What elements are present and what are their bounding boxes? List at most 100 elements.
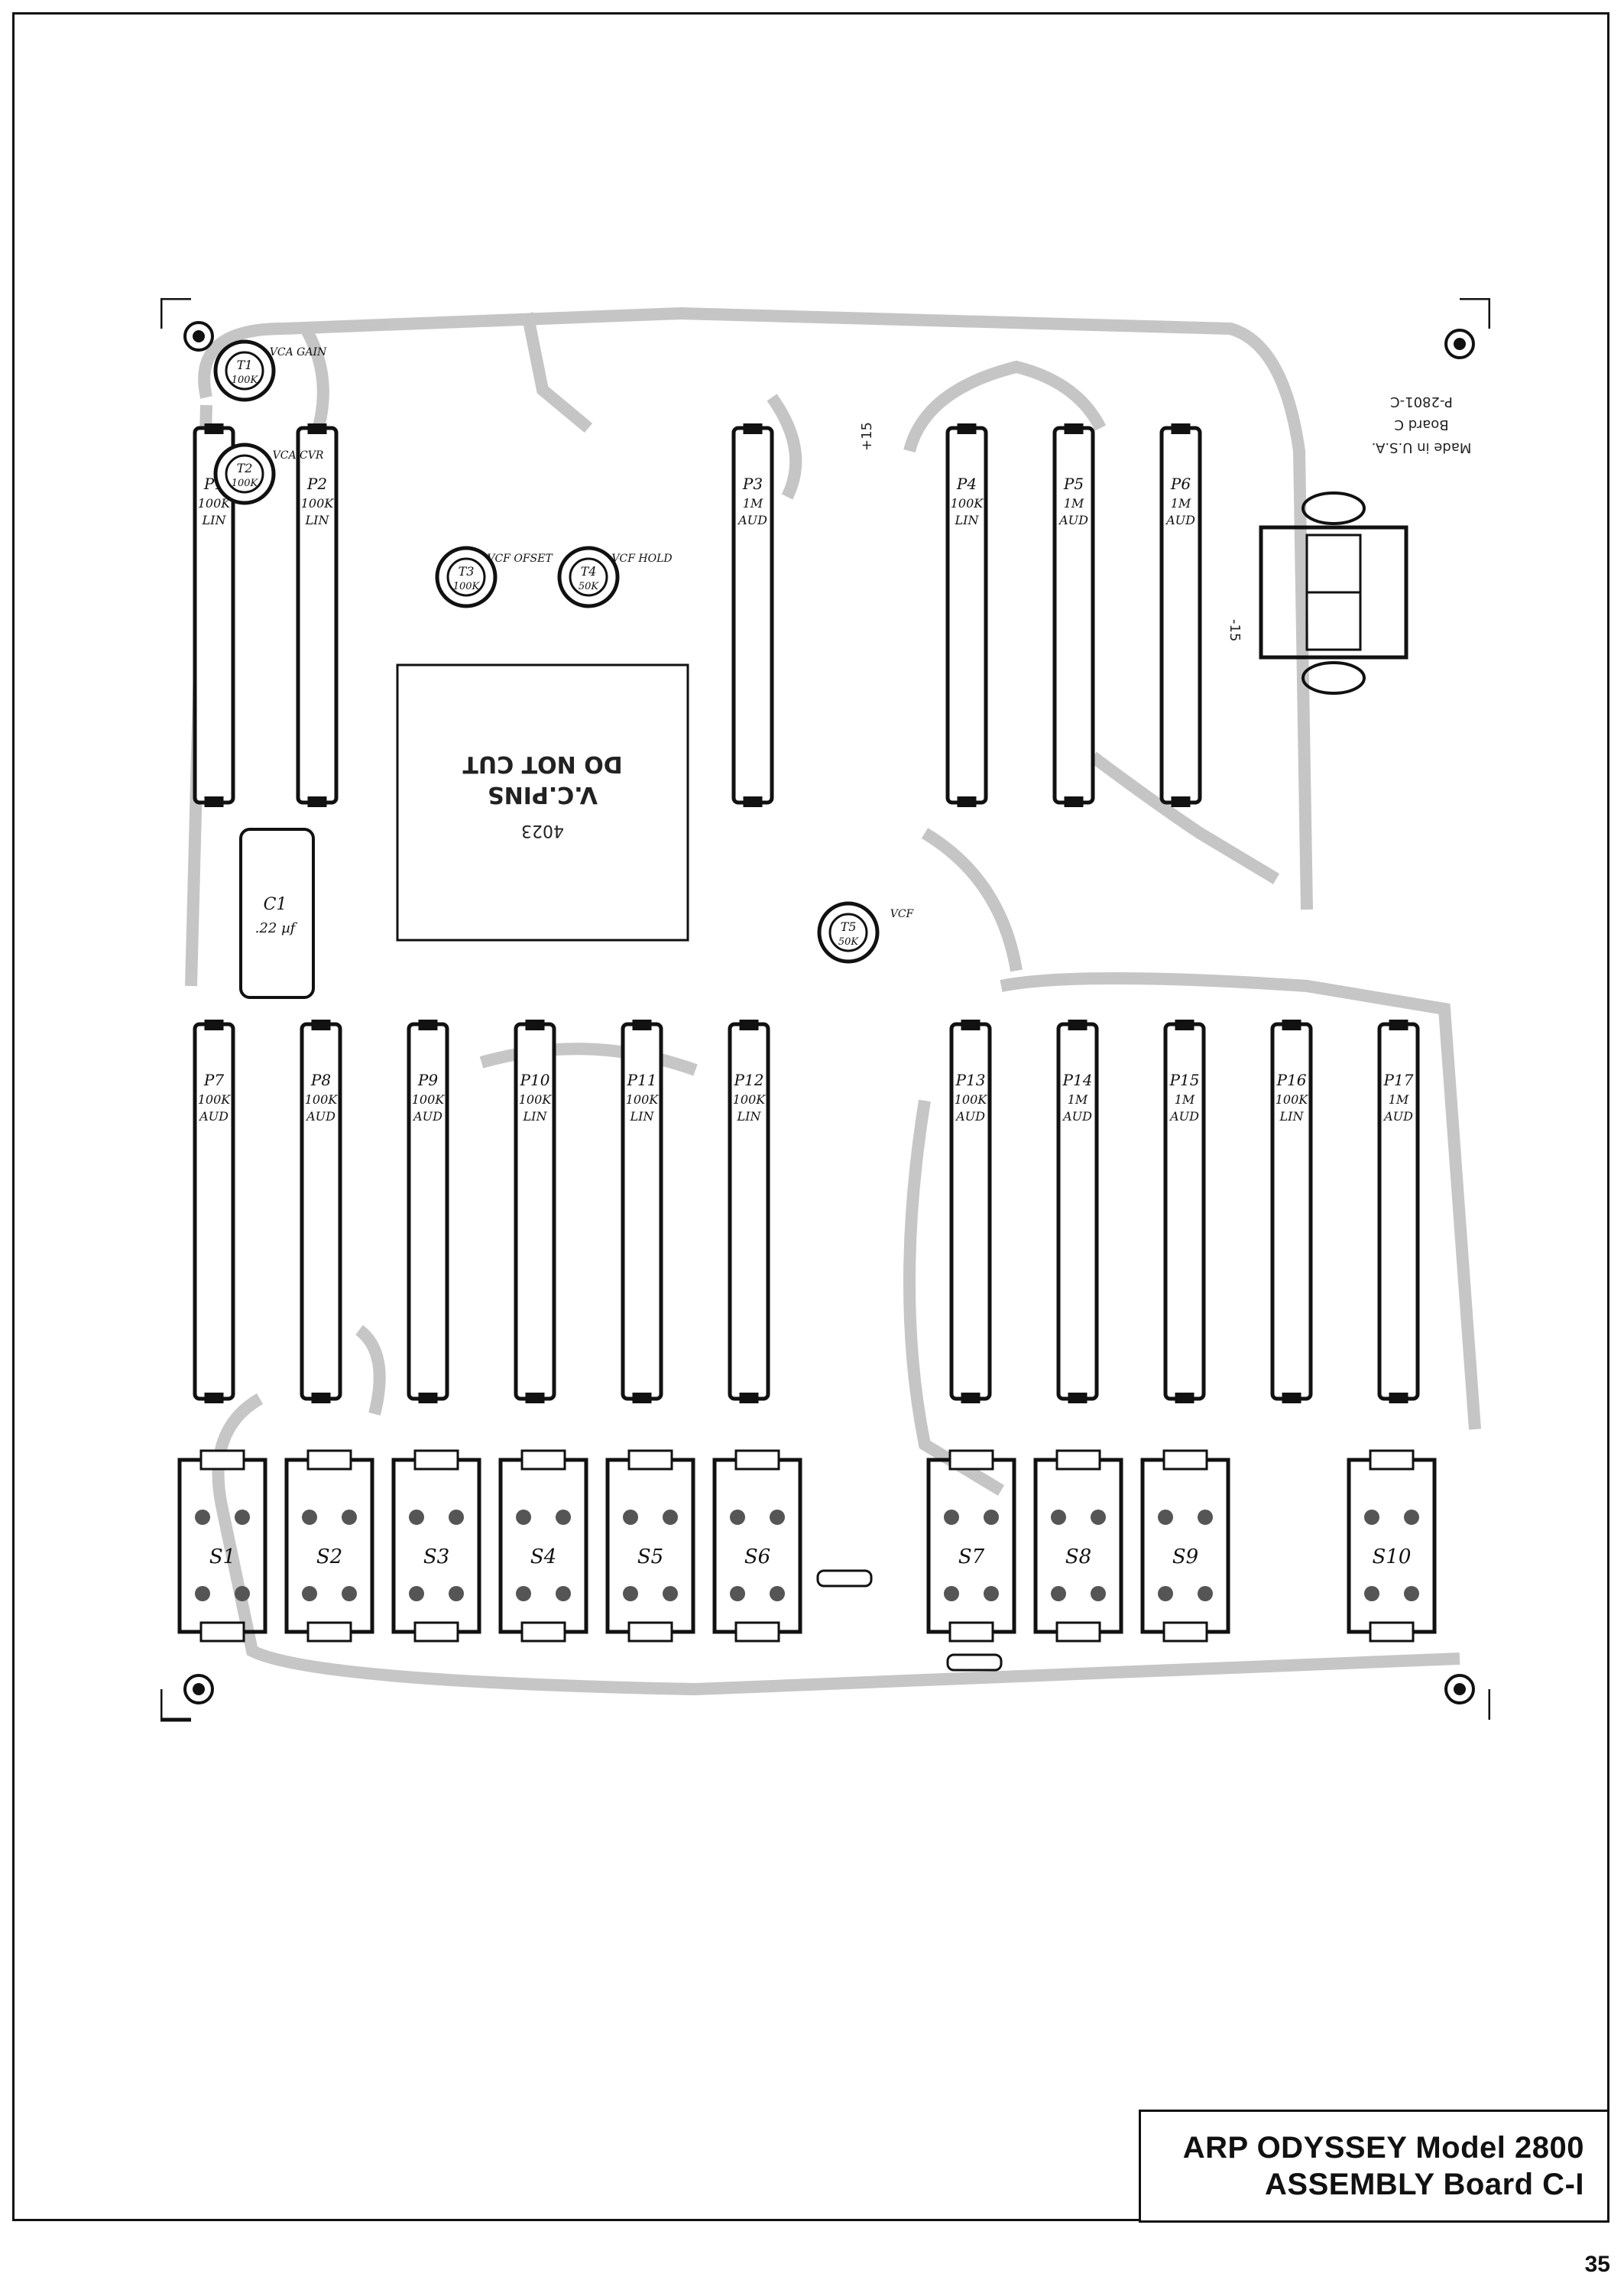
switch-s10: S10: [1347, 1449, 1437, 1643]
pot-value: 1M: [743, 496, 763, 511]
pot-value: 100K: [198, 496, 232, 511]
pot-taper: LIN: [202, 513, 227, 527]
trimmer-ref: T4: [581, 564, 597, 579]
switch-label: S7: [958, 1545, 985, 1568]
pot-value: 1M: [1175, 1092, 1195, 1107]
trimmer-t4: T4 50K VCF HOLD: [557, 546, 673, 608]
trimmer-name: VCF OFSET: [487, 553, 553, 565]
ic-4023-block: DO NOT CUT V.C.PINS 4023: [396, 663, 689, 942]
c1-label: C1: [264, 895, 287, 914]
title-line-1: ARP ODYSSEY Model 2800: [1182, 2131, 1584, 2165]
transformer-component: [1259, 491, 1408, 695]
potentiometer-p7: P7 100K AUD: [193, 1020, 235, 1403]
pot-value: 1M: [1064, 496, 1084, 511]
potentiometer-p13: P13 100K AUD: [949, 1020, 992, 1403]
switch-s5: S5: [605, 1449, 695, 1643]
switch-label: S6: [744, 1545, 770, 1568]
pot-ref: P7: [203, 1071, 224, 1089]
pot-ref: P9: [417, 1071, 438, 1089]
switch-s6: S6: [712, 1449, 802, 1643]
pot-taper: LIN: [305, 513, 330, 527]
pot-taper: AUD: [955, 1109, 985, 1124]
c1-value: .22 µf: [255, 920, 298, 936]
pot-value: 100K: [1276, 1092, 1309, 1107]
switch-label: S8: [1065, 1545, 1091, 1568]
board-id-text: P-2801-C Board C Made in U.S.A.: [1372, 394, 1472, 456]
switch-label: S5: [637, 1545, 663, 1568]
copper-traces: [185, 306, 1481, 1696]
pot-value: 100K: [955, 1092, 988, 1107]
trimmer-value: 100K: [232, 375, 259, 386]
pot-value: 100K: [198, 1092, 232, 1107]
title-block: ARP ODYSSEY Model 2800 ASSEMBLY Board C-…: [1139, 2110, 1609, 2223]
pot-taper: LIN: [955, 513, 980, 527]
trimmer-name: VCA GAIN: [270, 346, 327, 358]
switch-row: S1 S2 S3 S4 S5 S6 S7 S8 S9 S10: [177, 1449, 1437, 1643]
pot-ref: P2: [306, 475, 327, 493]
pot-taper: LIN: [523, 1109, 548, 1124]
pot-taper: LIN: [737, 1109, 762, 1124]
pot-value: 100K: [626, 1092, 660, 1107]
pot-taper: AUD: [198, 1109, 229, 1124]
pot-taper: AUD: [1062, 1109, 1092, 1124]
warning-line-2: V.C.PINS: [488, 781, 598, 808]
pot-taper: AUD: [1058, 513, 1088, 527]
capacitor-c1: C1 .22 µf: [239, 828, 315, 999]
potentiometer-p3: P3 1M AUD: [731, 423, 774, 807]
board-name: Board C: [1394, 417, 1448, 433]
top-potentiometer-row: P1100KLINP2100KLINP31MAUDP4100KLINP51MAU…: [193, 423, 1202, 807]
part-number: P-2801-C: [1390, 394, 1453, 410]
trimmer-ref: T2: [237, 461, 253, 475]
switch-s4: S4: [498, 1449, 588, 1643]
trimmer-ref: T3: [459, 564, 475, 579]
switch-label: S4: [530, 1545, 556, 1568]
trimmer-value: 100K: [232, 478, 259, 489]
pot-ref: P15: [1169, 1071, 1200, 1089]
mounting-holes: [183, 321, 1475, 1704]
switch-s8: S8: [1033, 1449, 1123, 1643]
switch-label: S1: [209, 1545, 235, 1568]
switch-label: S2: [316, 1545, 342, 1568]
switch-label: S9: [1172, 1545, 1198, 1568]
circuit-board-diagram: P1100KLINP2100KLINP31MAUDP4100KLINP51MAU…: [160, 298, 1490, 1722]
pot-value: 1M: [1171, 496, 1191, 511]
switch-s3: S3: [391, 1449, 481, 1643]
pot-taper: AUD: [737, 513, 767, 527]
pot-value: 1M: [1068, 1092, 1088, 1107]
switch-label: S10: [1373, 1545, 1412, 1568]
trimmer-name: VCF: [890, 908, 915, 920]
pot-taper: AUD: [1383, 1109, 1413, 1124]
pot-ref: P3: [742, 475, 763, 493]
trimmer-name: VCF HOLD: [611, 553, 672, 565]
trimmer-value: 50K: [579, 581, 600, 592]
pot-value: 100K: [519, 1092, 553, 1107]
page-frame: [12, 12, 1609, 2221]
switch-s1: S1: [177, 1449, 267, 1643]
switch-s7: S7: [926, 1449, 1016, 1643]
pot-taper: AUD: [412, 1109, 442, 1124]
pot-ref: P13: [955, 1071, 986, 1089]
voltage-negative: -15: [1227, 619, 1243, 641]
pot-ref: P17: [1383, 1071, 1414, 1089]
potentiometer-p2: P2 100K LIN: [296, 423, 339, 807]
bottom-potentiometer-row: P7100KAUDP8100KAUDP9100KAUDP10100KLINP11…: [193, 1020, 1420, 1403]
pot-ref: P4: [956, 475, 977, 493]
switch-label: S3: [423, 1545, 449, 1568]
pot-value: 100K: [301, 496, 335, 511]
trimmer-name: VCA CVR: [273, 449, 324, 462]
pot-taper: LIN: [630, 1109, 655, 1124]
